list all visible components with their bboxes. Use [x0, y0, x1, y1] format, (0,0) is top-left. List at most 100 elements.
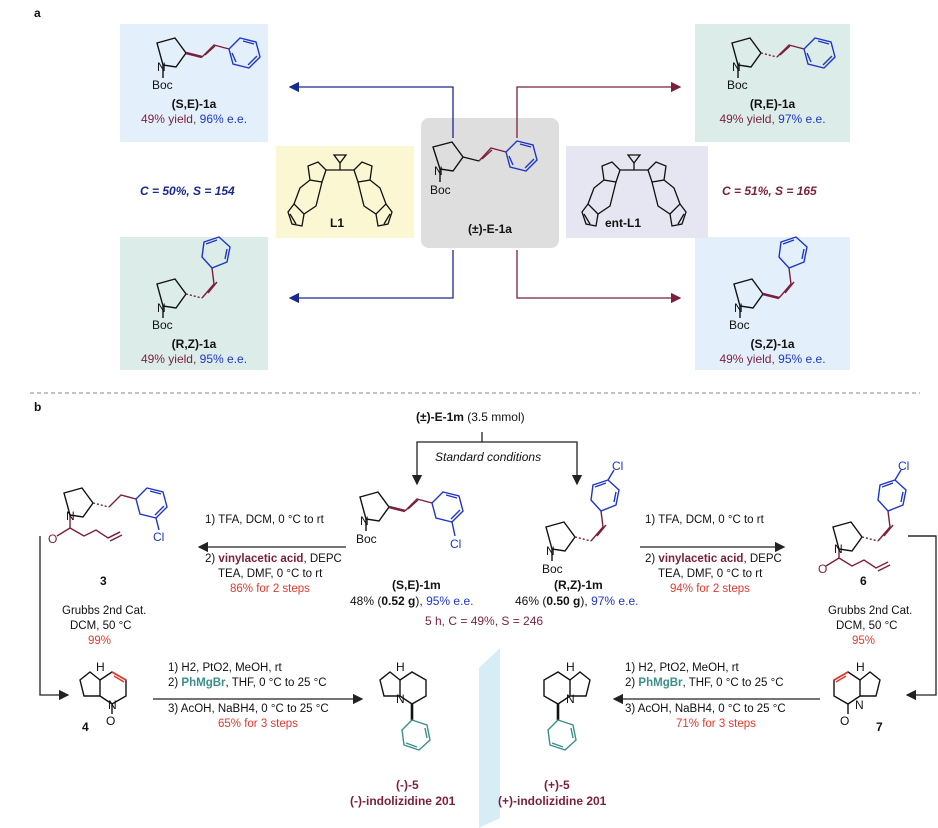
sz-1a-structure [733, 236, 808, 318]
right-amide-yield: 94% for 2 steps [670, 583, 750, 595]
rz-1a-structure [156, 236, 231, 318]
grubbs-left-2: DCM, 50 °C [70, 620, 132, 632]
grubbs-right-1: Grubbs 2nd Cat. [828, 605, 913, 617]
c4-label: 4 [82, 720, 89, 734]
compound-3-structure [56, 487, 168, 542]
right-red-step2: 2) PhMgBr, THF, 0 °C to 25 °C [625, 677, 784, 689]
start-material: (±)-E-1m (3.5 mmol) [416, 410, 525, 424]
c4-o: O [106, 714, 116, 728]
c7-n: N [855, 698, 864, 712]
m5-n: N [396, 692, 405, 706]
grubbs-right-2: DCM, 50 °C [836, 620, 898, 632]
rz-1a-n: N [157, 301, 166, 315]
se-1a-result: 49% yield, 96% e.e. [140, 112, 248, 126]
minus-5-name: (-)-indolizidine 201 [350, 794, 456, 808]
right-selectivity: C = 51%, S = 165 [722, 184, 817, 198]
left-red-step3: 3) AcOH, NaBH4, 0 °C to 25 °C [168, 703, 329, 715]
c7-label: 7 [876, 720, 883, 734]
c3-o: O [48, 532, 58, 546]
left-red-yield: 65% for 3 steps [218, 718, 298, 730]
re-1a-result: 49% yield, 97% e.e. [719, 112, 826, 126]
left-red-step2: 2) PhMgBr, THF, 0 °C to 25 °C [168, 677, 327, 689]
se-1a-structure [156, 37, 261, 78]
center-1a-structure [432, 140, 538, 182]
right-amide-step3: TEA, DMF, 0 °C to rt [658, 568, 763, 580]
c3-label: 3 [100, 574, 107, 588]
plus-5-structure [543, 671, 591, 751]
se-1a-name: (S,E)-1a [171, 97, 217, 111]
c4-h: H [96, 660, 105, 674]
compound-4-structure [79, 671, 127, 714]
right-amide-step1: 1) TFA, DCM, 0 °C to rt [645, 514, 764, 526]
se-1a-n: N [157, 60, 166, 74]
p5-h: H [566, 660, 575, 674]
se-1m-n: N [360, 514, 369, 528]
c6-cl: Cl [898, 459, 910, 473]
compound-7-structure [833, 671, 881, 714]
c4-n: N [108, 698, 117, 712]
rz-1m-boc: Boc [542, 562, 563, 576]
sz-1a-name: (S,Z)-1a [750, 337, 795, 351]
se-1a-boc: Boc [152, 78, 173, 92]
compound-6-structure [825, 469, 907, 572]
rz-1a-boc: Boc [152, 318, 173, 332]
left-amide-yield: 86% for 2 steps [230, 583, 310, 595]
rz-1m-n: N [546, 544, 555, 558]
plus-5-label: (+)-5 [544, 778, 570, 792]
right-amide-step2: 2) vinylacetic acid, DEPC [645, 553, 782, 565]
minus-5-structure [379, 671, 431, 751]
re-1a-structure [731, 37, 836, 78]
m5-h: H [396, 660, 405, 674]
standard-conditions: Standard conditions [435, 450, 542, 464]
grubbs-left-1: Grubbs 2nd Cat. [62, 605, 147, 617]
rz-1m-name: (R,Z)-1m [554, 578, 603, 592]
plus-5-name: (+)-indolizidine 201 [498, 794, 607, 808]
c6-label: 6 [860, 574, 867, 588]
ent-l1-structure [581, 154, 687, 227]
ent-l1-label: ent-L1 [605, 216, 641, 230]
rz-1m-cl: Cl [612, 459, 624, 473]
rz-1a-result: 49% yield, 95% e.e. [140, 352, 248, 366]
left-amide-step2: 2) vinylacetic acid, DEPC [205, 553, 342, 565]
sz-1a-box [695, 237, 850, 370]
c3-n: N [66, 509, 75, 523]
c3-cl: Cl [153, 530, 165, 544]
panel-b-arrows [39, 432, 937, 705]
grubbs-left-3: 99% [88, 635, 112, 647]
rz-1a-name: (R,Z)-1a [171, 337, 217, 351]
re-1a-box [695, 24, 850, 142]
se-1m-boc: Boc [356, 532, 377, 546]
c6-o: O [818, 562, 828, 576]
se-1m-name: (S,E)-1m [392, 578, 441, 592]
se-1m-cl: Cl [450, 537, 462, 551]
left-amide-step1: 1) TFA, DCM, 0 °C to rt [205, 514, 324, 526]
grubbs-right-3: 95% [852, 635, 876, 647]
re-1a-name: (R,E)-1a [749, 97, 796, 111]
mirror-plane [479, 648, 500, 828]
center-1a-name: (±)-E-1a [468, 222, 512, 236]
resolution-summary: 5 h, C = 49%, S = 246 [425, 614, 544, 628]
left-selectivity: C = 50%, S = 154 [140, 184, 235, 198]
l1-label: L1 [330, 216, 345, 230]
p5-n: N [566, 692, 575, 706]
c7-h: H [856, 660, 865, 674]
left-amide-step3: TEA, DMF, 0 °C to rt [218, 568, 323, 580]
kr-arrows [288, 81, 682, 304]
se-1m-structure [359, 491, 464, 537]
center-box [421, 118, 559, 248]
se-1a-box [120, 24, 268, 142]
sz-1a-n: N [734, 301, 743, 315]
c7-o: O [840, 714, 850, 728]
center-1a-n: N [434, 164, 443, 178]
minus-5-label: (-)-5 [396, 778, 419, 792]
rz-1a-box [120, 237, 268, 370]
re-1a-boc: Boc [727, 78, 748, 92]
c6-n: N [834, 542, 843, 556]
rz-1m-structure [545, 469, 620, 561]
left-red-step1: 1) H2, PtO2, MeOH, rt [168, 662, 282, 674]
sz-1a-result: 49% yield, 95% e.e. [719, 352, 826, 366]
se-1m-result: 48% (0.52 g), 95% e.e. [350, 594, 474, 608]
rz-1m-result: 46% (0.50 g), 97% e.e. [515, 594, 639, 608]
panel-a-label: a [34, 6, 41, 20]
